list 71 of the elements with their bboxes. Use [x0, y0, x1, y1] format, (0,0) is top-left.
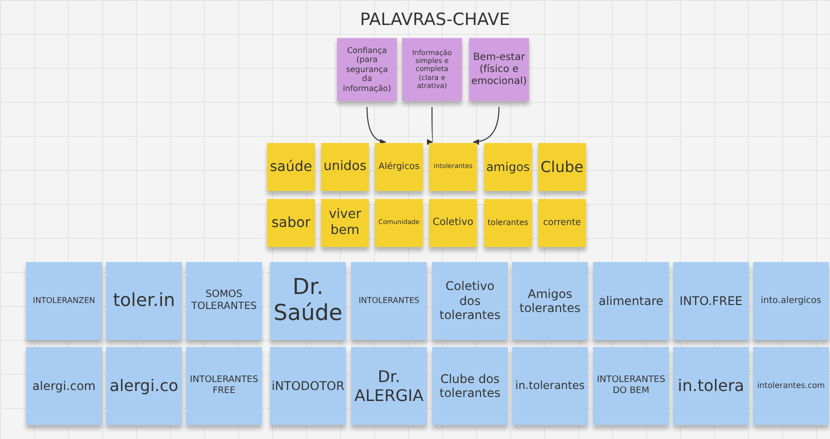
note-text: sabor	[271, 214, 311, 232]
sticky-note	[469, 38, 529, 101]
sticky-note	[186, 262, 262, 340]
sticky-note	[106, 262, 182, 340]
sticky-note	[106, 347, 182, 425]
note-text: Clube dos tolerantes	[438, 372, 502, 400]
note-text: Alérgicos	[378, 162, 420, 172]
note-text: into.alergicos	[760, 296, 822, 306]
arrow	[366, 106, 386, 144]
sticky-note	[402, 38, 462, 101]
note-text: Bem-estar (físico e emocional)	[471, 52, 527, 88]
sticky-note	[267, 199, 315, 247]
note-text: INTOLERANZEN	[32, 296, 96, 306]
sticky-note	[593, 347, 669, 425]
arrow	[472, 106, 500, 145]
note-text: toler.in	[112, 290, 176, 312]
note-text: Amigos tolerantes	[518, 286, 582, 316]
note-text: unidos	[323, 159, 367, 175]
note-text: Confiança (para segurança da informação)	[342, 46, 392, 94]
sticky-note	[26, 262, 102, 340]
sticky-note	[337, 38, 397, 101]
sticky-note	[26, 347, 102, 425]
note-text: Coletivo dos tolerantes	[438, 279, 502, 323]
note-text: iNTODOTOR	[272, 378, 344, 394]
note-text: alergi.co	[110, 376, 178, 396]
sticky-note	[270, 262, 346, 340]
note-text: Clube	[540, 158, 584, 176]
sticky-note	[538, 199, 586, 247]
note-text: INTOLERANTES	[358, 296, 420, 306]
sticky-note	[186, 347, 262, 425]
sticky-note	[673, 262, 749, 340]
sticky-note	[267, 143, 315, 191]
sticky-note	[375, 199, 423, 247]
sticky-note	[429, 199, 477, 247]
note-text: Coletivo	[432, 217, 474, 229]
sticky-note	[593, 262, 669, 340]
note-text: alimentare	[598, 294, 664, 308]
note-text: saúde	[270, 158, 312, 176]
note-text: corrente	[543, 218, 581, 228]
note-text: alergi.com	[32, 378, 96, 394]
note-text: tolerantes	[488, 218, 528, 228]
sticky-note	[538, 143, 586, 191]
note-text: INTOLERANTES DO BEM	[596, 375, 666, 397]
sticky-note	[321, 143, 369, 191]
note-text: Dr. Saúde	[273, 274, 343, 328]
sticky-note	[512, 347, 588, 425]
sticky-note	[484, 199, 532, 247]
sticky-note	[321, 199, 369, 247]
sticky-note	[753, 347, 829, 425]
note-text: viver bem	[328, 207, 362, 239]
note-text: amigos	[486, 160, 530, 174]
sticky-note	[429, 143, 477, 191]
sticky-note	[512, 262, 588, 340]
sticky-note	[351, 262, 427, 340]
note-text: INTO.FREE	[679, 294, 743, 308]
note-text: SOMOS TOLERANTES	[190, 289, 258, 313]
board-title: PALAVRAS-CHAVE	[358, 10, 512, 30]
sticky-note	[351, 347, 427, 425]
sticky-note	[432, 262, 508, 340]
sticky-note	[484, 143, 532, 191]
sticky-note	[270, 347, 346, 425]
sticky-note	[375, 143, 423, 191]
note-text: in.tolerantes	[515, 379, 585, 393]
sticky-note	[432, 347, 508, 425]
arrow	[427, 106, 434, 142]
note-text: in.tolera	[678, 376, 744, 396]
note-text: intolerantes.com	[757, 381, 825, 391]
note-text: INTOLERANTES FREE	[189, 375, 259, 397]
note-text: Dr. ALERGIA	[354, 366, 424, 406]
sticky-note	[673, 347, 749, 425]
sticky-note	[753, 262, 829, 340]
